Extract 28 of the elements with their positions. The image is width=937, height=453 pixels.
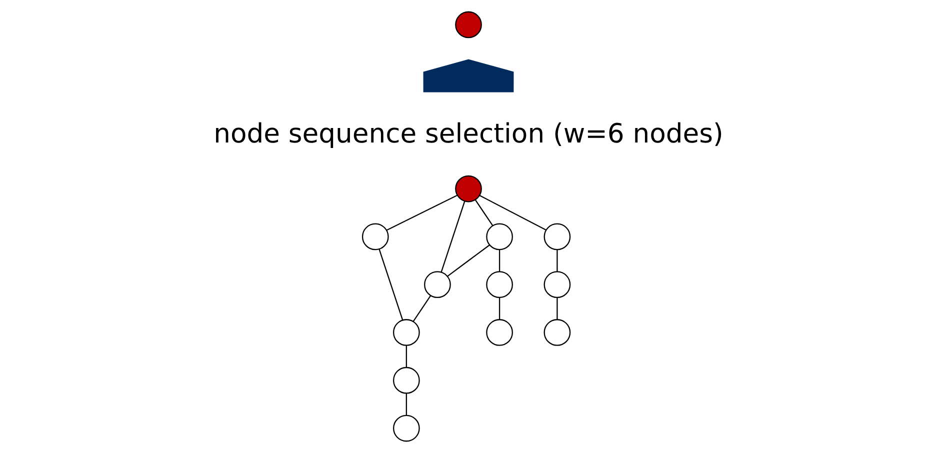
connector (406, 393, 407, 416)
connector (479, 195, 546, 231)
node-circle (544, 271, 571, 298)
node-circle (362, 223, 389, 250)
connector (440, 201, 466, 272)
connector (556, 250, 558, 272)
node-circle (392, 366, 420, 394)
node-arrow (423, 59, 514, 92)
connector (412, 295, 432, 322)
node-circle (544, 319, 571, 346)
connector (386, 194, 458, 231)
connector (474, 200, 494, 226)
node-circle (486, 319, 513, 346)
node-circle (455, 175, 482, 202)
label: node sequence selection (w=6 nodes) (214, 118, 724, 150)
node-circle (392, 414, 420, 442)
node-circle (486, 223, 513, 250)
node-circle (424, 271, 451, 298)
node-circle (486, 271, 513, 298)
connector (498, 298, 500, 320)
connector (498, 250, 500, 272)
connector (556, 298, 558, 320)
node-circle (455, 11, 482, 38)
connector (378, 248, 404, 320)
node-circle (392, 319, 420, 346)
node-circle (544, 223, 571, 250)
connector (447, 244, 490, 277)
connector (406, 345, 407, 368)
